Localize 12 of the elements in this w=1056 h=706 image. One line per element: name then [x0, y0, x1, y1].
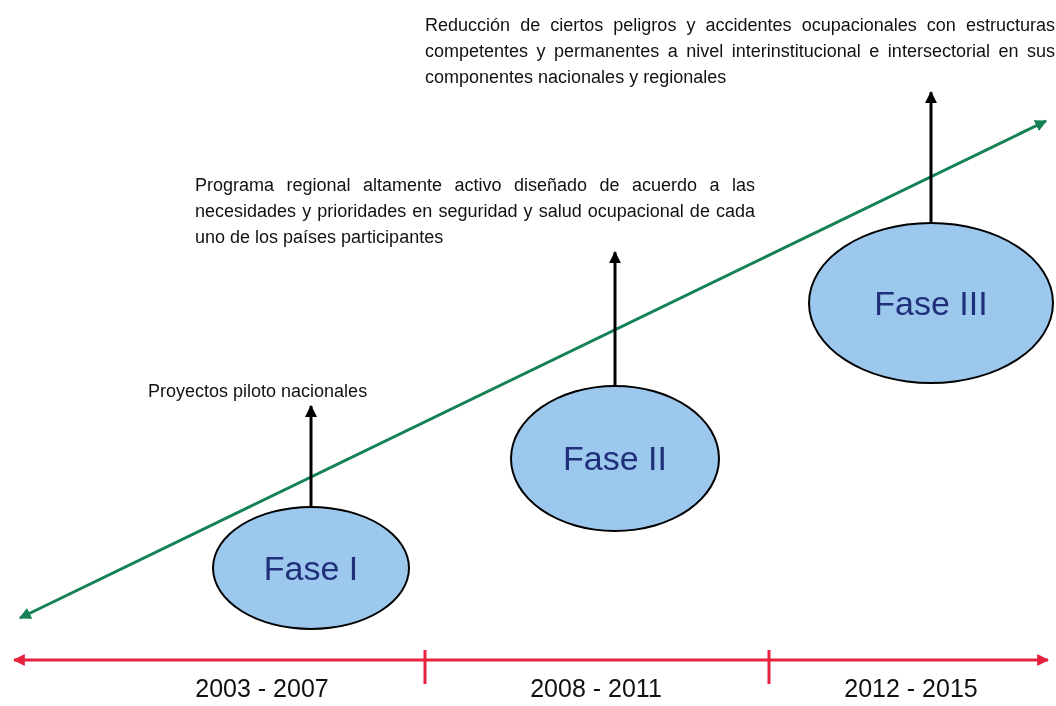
arrow — [925, 91, 937, 222]
arrow — [609, 251, 621, 385]
period-label: 2008 - 2011 — [530, 674, 662, 703]
phase-label: Fase II — [563, 439, 667, 478]
outcome-text: Reducción de ciertos peligros y accidentes ocupacionales con estructuras competentes y permanentes a nivel interinstitucional e intersectorial en sus componentes nacionales y regionales — [425, 12, 1055, 91]
period-label: 2003 - 2007 — [195, 674, 329, 703]
arrow — [305, 404, 317, 506]
phase-label: Fase I — [263, 548, 359, 588]
outcome-text: Programa regional altamente activo diseñado de acuerdo a las necesidades y prioridades en seguridad y salud ocupacional de cada uno de los países participantes — [195, 172, 755, 251]
outcome-text: Proyectos piloto nacionales — [148, 378, 428, 405]
period-label: 2012 - 2015 — [844, 674, 978, 703]
phase-label: Fase III — [874, 283, 988, 323]
